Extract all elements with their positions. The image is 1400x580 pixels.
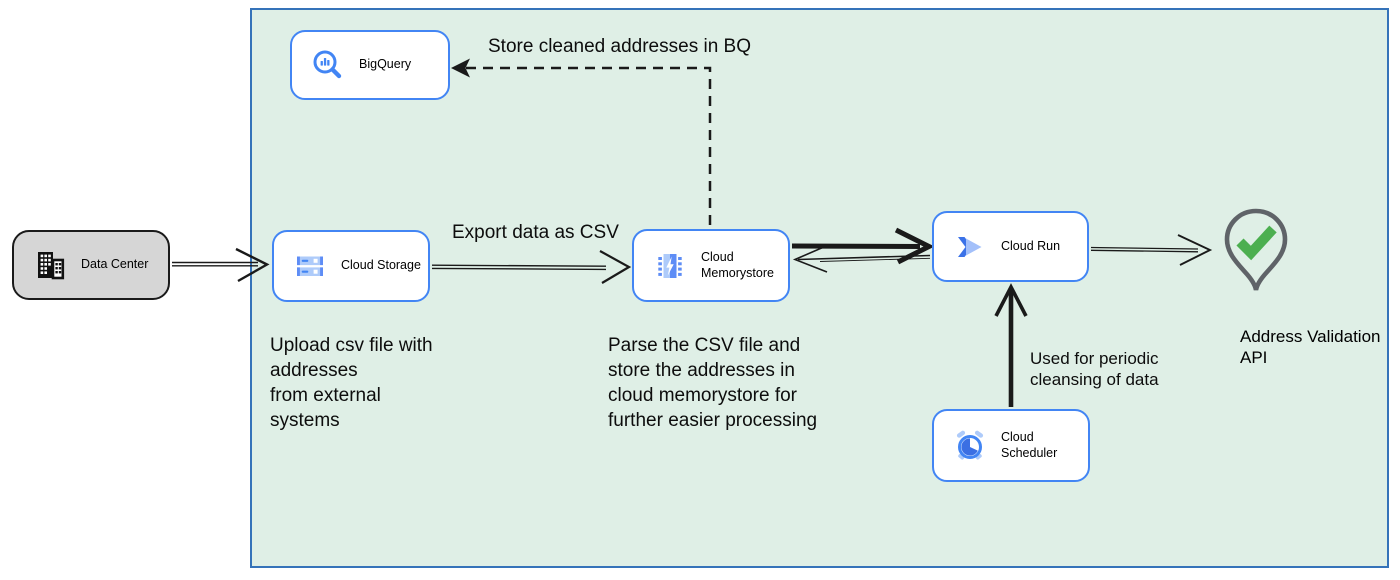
node-data-center[interactable]: Data Center (12, 230, 170, 300)
node-cloud-memorystore[interactable]: Cloud Memorystore (632, 229, 790, 302)
node-cloud-run[interactable]: Cloud Run (932, 211, 1089, 282)
node-bigquery[interactable]: BigQuery (290, 30, 450, 100)
scheduler-clock-icon (953, 429, 987, 463)
cloud-run-chevrons-icon (953, 230, 987, 264)
node-cloud-storage[interactable]: Cloud Storage (272, 230, 430, 302)
node-label: Cloud Memorystore (701, 249, 774, 280)
node-label: Cloud Scheduler (1001, 429, 1058, 460)
annotation-upload-csv: Upload csv file with addresses from exte… (270, 335, 433, 431)
storage-buckets-icon (293, 249, 327, 283)
node-label: Cloud Run (1001, 238, 1061, 253)
label-scheduler-note: Used for periodic cleansing of data (1030, 349, 1159, 389)
memorystore-chip-icon (653, 249, 687, 283)
node-label: Data Center (81, 257, 149, 272)
node-label: BigQuery (359, 57, 412, 72)
gcp-boundary-container (250, 8, 1389, 568)
bigquery-magnifier-icon (311, 48, 345, 82)
node-label: Cloud Storage (341, 258, 421, 273)
node-cloud-scheduler[interactable]: Cloud Scheduler (932, 409, 1090, 482)
annotation-parse-csv: Parse the CSV file and store the address… (608, 335, 818, 431)
address-validation-label: Address Validation API (1240, 327, 1381, 367)
label-export-data-csv: Export data as CSV (452, 222, 619, 243)
node-address-validation-api[interactable] (1220, 206, 1292, 308)
building-icon (33, 248, 67, 282)
label-store-cleaned-addresses: Store cleaned addresses in BQ (488, 36, 751, 57)
location-pin-check-icon (1220, 208, 1292, 312)
